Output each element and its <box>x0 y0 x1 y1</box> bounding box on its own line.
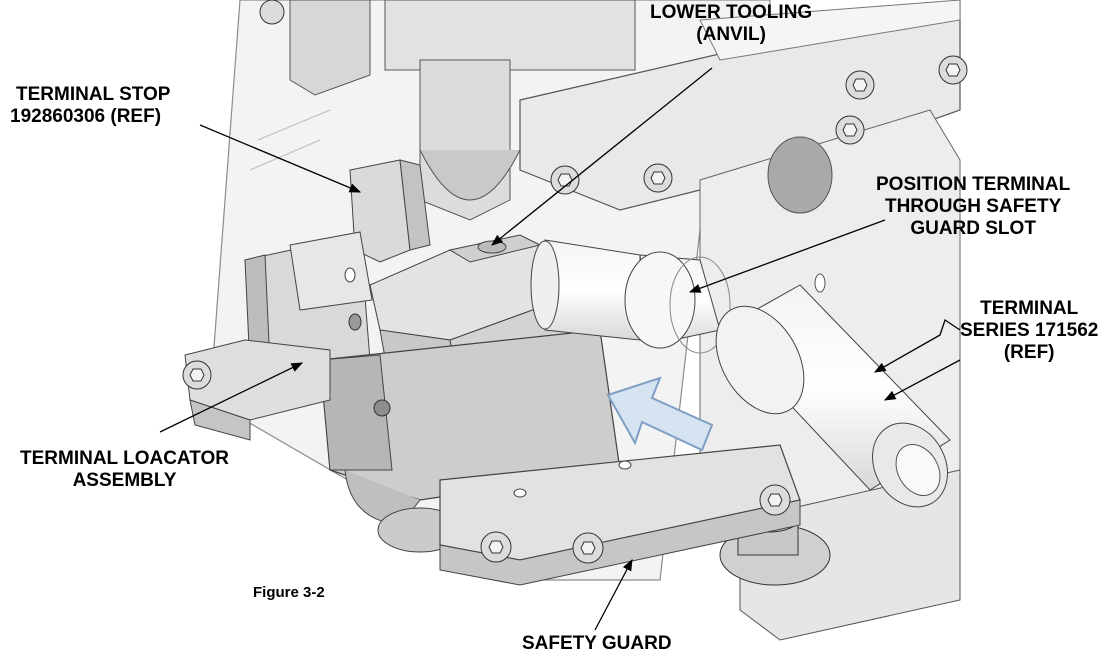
terminal-part <box>530 239 951 508</box>
screw-6 <box>938 55 968 85</box>
safety-guard-plate <box>439 444 801 586</box>
leader-terminal-series-2 <box>883 359 961 401</box>
terminal-locator-assembly <box>244 231 373 371</box>
screw-9 <box>759 484 791 516</box>
screw-7 <box>480 531 512 563</box>
upper-base-plate <box>519 0 961 211</box>
screw-1 <box>182 360 212 390</box>
leader-safety-guard <box>594 558 633 631</box>
label-terminal-locator: TERMINAL LOACATOR ASSEMBLY <box>20 448 229 491</box>
tool-holder <box>319 329 621 553</box>
figure-caption: Figure 3-2 <box>253 584 325 601</box>
screw-4 <box>835 115 865 145</box>
label-terminal-series: TERMINAL SERIES 171562 (REF) <box>960 298 1099 363</box>
leader-lines <box>159 67 961 631</box>
leader-position-terminal <box>688 219 886 293</box>
label-lower-tooling: LOWER TOOLING (ANVIL) <box>650 2 813 45</box>
screw-3 <box>643 163 673 193</box>
leader-terminal-stop <box>199 124 362 193</box>
upper-ram <box>289 0 636 221</box>
leader-lower-tooling <box>491 67 713 246</box>
screw-10 <box>259 0 285 25</box>
label-terminal-stop: TERMINAL STOP 192860306 (REF) <box>10 84 171 127</box>
insertion-direction-arrow <box>606 376 714 452</box>
leader-terminal-series <box>873 318 961 373</box>
screw-2 <box>550 165 580 195</box>
leader-terminal-locator <box>159 362 304 433</box>
label-position-terminal: POSITION TERMINAL THROUGH SAFETY GUARD S… <box>876 174 1071 239</box>
screw-8 <box>572 532 604 564</box>
screw-5 <box>845 70 875 100</box>
cap-screws <box>182 0 968 564</box>
label-safety-guard: SAFETY GUARD <box>522 633 672 654</box>
